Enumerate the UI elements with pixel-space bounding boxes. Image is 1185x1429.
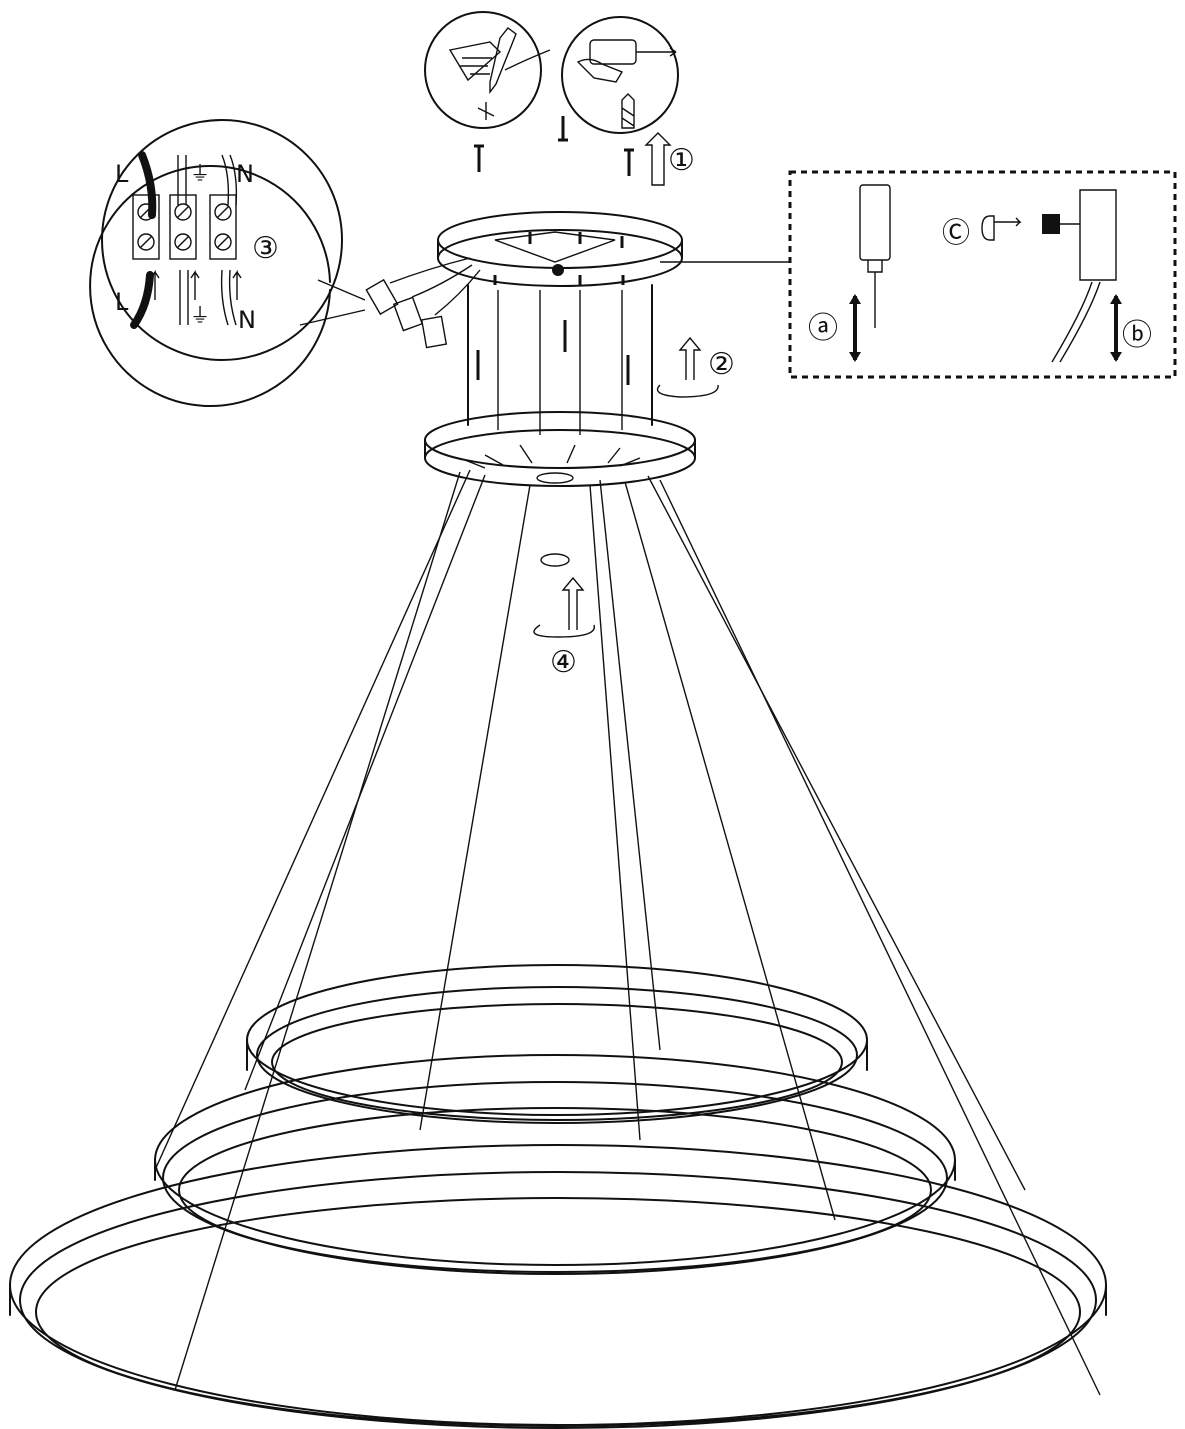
- mark-with-pencil-icon: [424, 11, 551, 129]
- neutral-label-top: N: [236, 160, 254, 188]
- step1-arrow: [644, 132, 672, 186]
- detail-a-label: ⓐ: [808, 311, 838, 346]
- detail-c-label: Ⓒ: [942, 216, 970, 249]
- earth-symbol-icon: ⏚: [190, 161, 210, 185]
- wiring-callout: [89, 119, 366, 407]
- ceiling-canopy: [365, 211, 696, 487]
- step4-label: ④: [550, 645, 577, 680]
- end-cap-rotate-icon: [533, 553, 596, 638]
- live-label-top: L: [115, 160, 129, 188]
- rotate-arrow-icon: [656, 336, 719, 398]
- cable-adjust-detail-box: [660, 170, 1177, 379]
- drill-icon: [561, 16, 679, 134]
- suspension-wires: [154, 469, 1101, 1396]
- detail-b-label: ⓑ: [1122, 318, 1152, 353]
- screw-icon: [474, 116, 634, 176]
- live-label-bottom: L: [115, 288, 129, 316]
- earth-symbol-icon-bottom: ⏚: [190, 303, 210, 327]
- medium-ring: [154, 1054, 956, 1275]
- small-ring: [246, 964, 868, 1124]
- step2-label: ②: [708, 347, 735, 382]
- step1-label: ①: [668, 143, 695, 178]
- large-ring: [9, 1144, 1107, 1429]
- step3-label: ③: [252, 231, 279, 266]
- neutral-label-bottom: N: [238, 306, 256, 334]
